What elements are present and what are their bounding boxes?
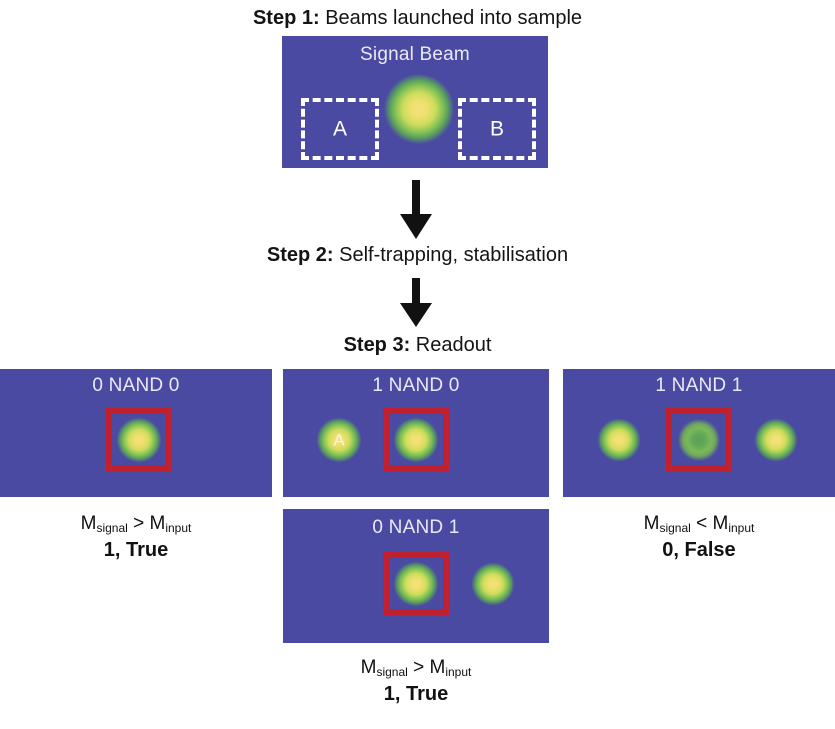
step-1-label: Step 1: (252, 7, 320, 29)
caption-comparison: Msignal > Minput (0, 512, 272, 536)
readout-box (106, 408, 172, 471)
signal-beam-spot (380, 70, 458, 148)
arrow-step1-to-step2 (398, 180, 434, 240)
input-window-a-label: A (332, 117, 347, 141)
signal-spot (391, 559, 441, 609)
step-3-heading: Step 3: Readout (0, 333, 835, 357)
caption-verdict: 1, True (103, 539, 169, 561)
input-window-b-label: B (489, 117, 504, 141)
m-signal: M (80, 513, 97, 534)
panel-0-nand-0: 0 NAND 0 (0, 369, 272, 497)
panel-0-nand-1-title: 0 NAND 1 (372, 517, 460, 538)
comparison-operator: > (133, 513, 145, 534)
input-a-spot: A (314, 415, 364, 465)
panel-0-nand-0-title: 0 NAND 0 (92, 375, 180, 396)
step-2-heading: Step 2: Self-trapping, stabilisation (0, 243, 835, 267)
readout-box (666, 408, 732, 471)
signal-spot (675, 416, 723, 464)
step-2-label: Step 2: (266, 244, 334, 266)
readout-box (383, 552, 449, 615)
comparison-operator: < (696, 513, 708, 534)
comparison-operator: > (413, 657, 425, 678)
panel-0-nand-1: 0 NAND 1 (283, 509, 549, 643)
step-3-label: Step 3: (343, 334, 411, 356)
step-1-sample-panel: Signal Beam A B (282, 36, 548, 168)
input-a-spot (595, 416, 643, 464)
panel-1-nand-0: 1 NAND 0 A (283, 369, 549, 497)
m-signal: M (643, 513, 660, 534)
caption-comparison: Msignal < Minput (563, 512, 835, 536)
panel-1-nand-1: 1 NAND 1 (563, 369, 835, 497)
step-3-text: Readout (410, 334, 492, 356)
m-input-sub: input (728, 521, 755, 535)
m-input: M (429, 657, 446, 678)
caption-0-nand-0: Msignal > Minput 1, True (0, 512, 272, 563)
m-input: M (149, 513, 166, 534)
input-window-b: B (458, 98, 536, 160)
input-b-spot (752, 416, 800, 464)
m-signal: M (360, 657, 377, 678)
caption-comparison: Msignal > Minput (283, 656, 549, 680)
arrow-down-icon (400, 180, 432, 239)
input-a-spot-label: A (333, 430, 345, 450)
caption-0-nand-1: Msignal > Minput 1, True (283, 656, 549, 707)
m-input-sub: input (445, 665, 472, 679)
caption-verdict: 1, True (383, 683, 449, 705)
m-input-sub: input (165, 521, 192, 535)
m-input: M (712, 513, 729, 534)
input-b-spot (469, 560, 517, 608)
signal-beam-title: Signal Beam (360, 44, 470, 65)
step-2-text: Self-trapping, stabilisation (333, 244, 569, 266)
arrow-step2-to-step3 (398, 278, 434, 328)
signal-spot (114, 415, 164, 465)
arrow-down-icon (400, 278, 432, 327)
signal-spot (391, 415, 441, 465)
m-signal-sub: signal (96, 521, 128, 535)
step-1-text: Beams launched into sample (319, 7, 583, 29)
caption-verdict: 0, False (662, 539, 736, 561)
m-signal-sub: signal (376, 665, 408, 679)
caption-1-nand-1: Msignal < Minput 0, False (563, 512, 835, 563)
panel-1-nand-1-title: 1 NAND 1 (655, 375, 743, 396)
step-1-heading: Step 1: Beams launched into sample (0, 6, 835, 30)
input-window-a: A (301, 98, 379, 160)
readout-box (383, 408, 449, 471)
m-signal-sub: signal (659, 521, 691, 535)
panel-1-nand-0-title: 1 NAND 0 (372, 375, 460, 396)
